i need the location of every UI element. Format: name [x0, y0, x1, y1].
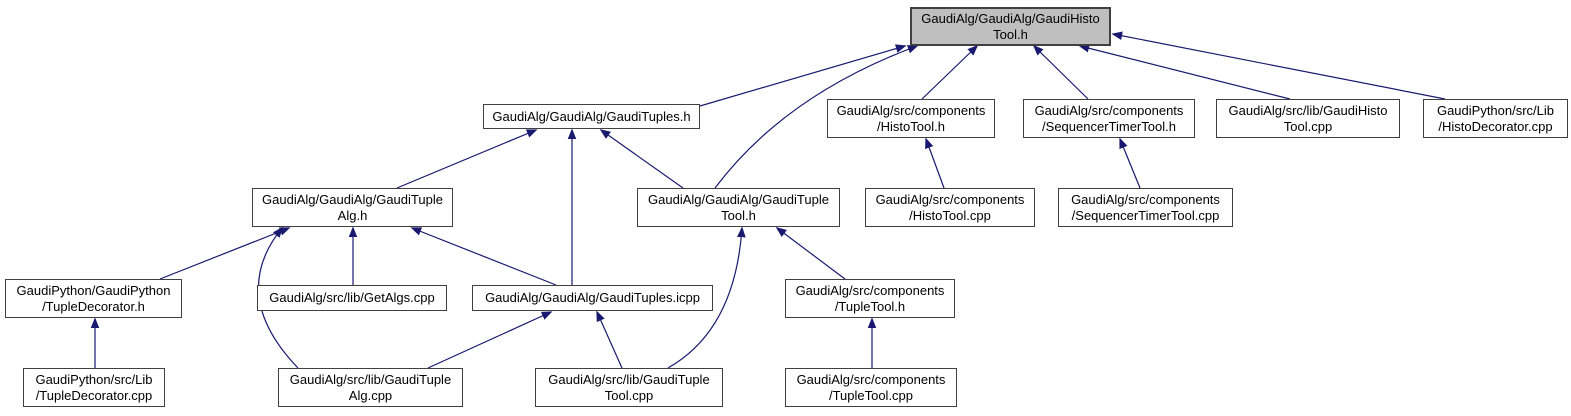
node-label: GaudiAlg/GaudiAlg/GaudiHisto Tool.h: [921, 10, 1100, 42]
edge-gaudi-tuple-alg-h-to-gaudi-tuples-h: [396, 129, 538, 189]
edge-histo-decorator-cpp-to-gaudi-histo-tool-h: [1111, 31, 1446, 100]
node-gaudi-tuple-alg-cpp[interactable]: GaudiAlg/src/lib/GaudiTuple Alg.cpp: [278, 368, 463, 407]
node-label: GaudiAlg/src/lib/GaudiTuple Tool.cpp: [548, 371, 710, 403]
edge-gaudi-tuples-icpp-to-gaudi-tuple-alg-h: [410, 227, 557, 286]
node-sequencer-timer-tool-h[interactable]: GaudiAlg/src/components /SequencerTimerT…: [1023, 99, 1195, 138]
node-get-algs-cpp[interactable]: GaudiAlg/src/lib/GetAlgs.cpp: [257, 285, 447, 311]
edge-gaudi-tuple-tool-h-to-gaudi-tuples-h: [599, 129, 684, 189]
node-label: GaudiAlg/src/components /TupleTool.h: [795, 282, 945, 314]
node-sequencer-timer-tool-cpp[interactable]: GaudiAlg/src/components /SequencerTimerT…: [1058, 188, 1233, 227]
edge-histo-tool-cpp-to-histo-tool-h: [925, 137, 945, 189]
node-label: GaudiAlg/src/components /SequencerTimerT…: [1071, 191, 1220, 223]
node-label: GaudiPython/src/Lib /HistoDecorator.cpp: [1436, 102, 1555, 134]
node-label: GaudiAlg/src/components /HistoTool.cpp: [875, 191, 1025, 223]
node-label: GaudiAlg/src/lib/GetAlgs.cpp: [269, 290, 435, 306]
node-gaudi-histo-tool-cpp[interactable]: GaudiAlg/src/lib/GaudiHisto Tool.cpp: [1216, 99, 1400, 138]
edge-gaudi-tuple-alg-cpp-to-gaudi-tuples-icpp: [427, 311, 553, 369]
edge-gaudi-tuples-h-to-gaudi-histo-tool-h: [699, 44, 907, 107]
node-label: GaudiAlg/src/components /TupleTool.cpp: [796, 371, 946, 403]
node-label: GaudiAlg/GaudiAlg/GaudiTuple Tool.h: [648, 191, 829, 223]
edge-tuple-tool-h-to-gaudi-tuple-tool-h: [775, 227, 846, 280]
node-label: GaudiPython/src/Lib /TupleDecorator.cpp: [35, 371, 153, 403]
edge-tuple-decorator-h-to-gaudi-tuple-alg-h: [159, 227, 291, 280]
node-gaudi-tuple-alg-h[interactable]: GaudiAlg/GaudiAlg/GaudiTuple Alg.h: [252, 188, 453, 227]
edge-sequencer-timer-tool-cpp-to-sequencer-timer-tool-h: [1119, 137, 1141, 189]
node-histo-decorator-cpp[interactable]: GaudiPython/src/Lib /HistoDecorator.cpp: [1423, 99, 1568, 138]
edge-sequencer-timer-tool-h-to-gaudi-histo-tool-h: [1032, 44, 1089, 100]
node-tuple-decorator-h[interactable]: GaudiPython/GaudiPython /TupleDecorator.…: [5, 279, 182, 318]
node-tuple-tool-cpp[interactable]: GaudiAlg/src/components /TupleTool.cpp: [785, 368, 957, 407]
node-gaudi-tuples-icpp[interactable]: GaudiAlg/GaudiAlg/GaudiTuples.icpp: [472, 285, 713, 311]
node-label: GaudiAlg/GaudiAlg/GaudiTuples.icpp: [485, 290, 700, 306]
edge-gaudi-histo-tool-cpp-to-gaudi-histo-tool-h: [1078, 44, 1291, 100]
edge-histo-tool-h-to-gaudi-histo-tool-h: [921, 44, 979, 100]
node-label: GaudiAlg/GaudiAlg/GaudiTuple Alg.h: [262, 191, 443, 223]
node-label: GaudiAlg/GaudiAlg/GaudiTuples.h: [492, 108, 691, 124]
node-gaudi-tuples-h[interactable]: GaudiAlg/GaudiAlg/GaudiTuples.h: [483, 104, 700, 129]
node-label: GaudiAlg/src/components /HistoTool.h: [836, 102, 986, 134]
node-tuple-tool-h[interactable]: GaudiAlg/src/components /TupleTool.h: [785, 279, 955, 318]
node-histo-tool-cpp[interactable]: GaudiAlg/src/components /HistoTool.cpp: [865, 188, 1035, 227]
node-label: GaudiAlg/src/components /SequencerTimerT…: [1034, 102, 1184, 134]
node-label: GaudiPython/GaudiPython /TupleDecorator.…: [16, 282, 171, 314]
node-gaudi-tuple-tool-cpp[interactable]: GaudiAlg/src/lib/GaudiTuple Tool.cpp: [535, 368, 723, 407]
edge-gaudi-tuple-tool-cpp-to-gaudi-tuple-tool-h: [667, 226, 746, 369]
edge-gaudi-tuple-tool-h-to-gaudi-histo-tool-h: [714, 45, 919, 189]
node-tuple-decorator-cpp[interactable]: GaudiPython/src/Lib /TupleDecorator.cpp: [23, 368, 165, 407]
node-gaudi-tuple-tool-h[interactable]: GaudiAlg/GaudiAlg/GaudiTuple Tool.h: [637, 188, 840, 227]
node-gaudi-histo-tool-h[interactable]: GaudiAlg/GaudiAlg/GaudiHisto Tool.h: [910, 7, 1111, 46]
node-label: GaudiAlg/src/lib/GaudiHisto Tool.cpp: [1228, 102, 1388, 134]
node-histo-tool-h[interactable]: GaudiAlg/src/components /HistoTool.h: [827, 99, 995, 138]
edge-gaudi-tuple-tool-cpp-to-gaudi-tuples-icpp: [596, 310, 623, 369]
node-label: GaudiAlg/src/lib/GaudiTuple Alg.cpp: [289, 371, 452, 403]
